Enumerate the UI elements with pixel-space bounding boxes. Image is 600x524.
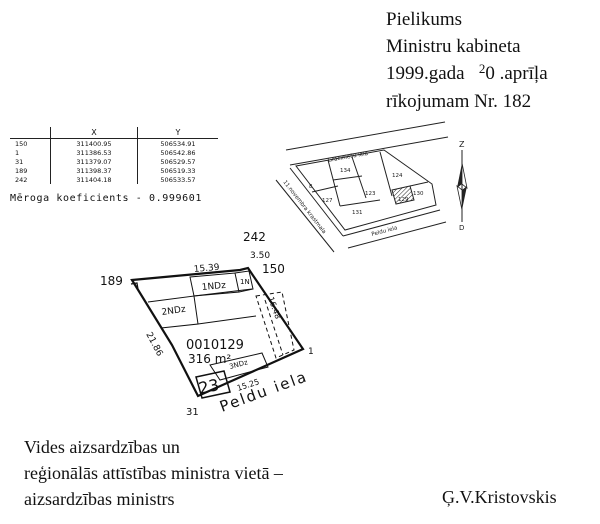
coordinate-header-point [10,127,51,139]
point-y: 506533.57 [160,175,196,184]
corner-1: 1 [308,347,314,357]
point-x: 311404.18 [50,175,138,184]
building-1n [234,270,254,293]
street-name-peldu: Peldu iela [217,367,310,416]
point-number: 31 [10,157,51,166]
parcel-number: 129 [398,197,409,203]
street-edge [285,121,446,151]
dim-top: 15.39 [193,263,220,275]
signatory-line-2: reģionālās attīstības ministra vietā – [24,463,283,483]
parcel-line [327,159,341,207]
signatory-name: Ģ.V.Kristovskis [442,487,557,507]
parcel-number: 8 [309,184,313,190]
south-label: D [459,224,464,232]
point-number: 1 [10,148,51,157]
parcel-line [311,185,339,193]
parcel-line [339,199,381,207]
point-number: 189 [10,166,51,175]
point-x: 311379.07 [50,157,138,166]
building-label: 1N [240,278,250,286]
corner-189: 189 [100,274,123,288]
parcel-area: 316 m² [188,352,231,366]
street-label-top: Graciniešu iela [327,150,368,164]
street-edge [275,179,335,253]
street-edge [347,221,447,249]
parcel-plan-labels: 242 189 150 1 31 15.39 3.50 16.48 21.86 … [100,230,314,418]
house-number-box [195,370,231,399]
highlighted-parcel [391,185,415,205]
north-arrow-icon: Z D [456,140,468,232]
dashed-line [264,299,284,356]
annex-date-month: 0 .aprīļa [485,63,548,84]
map-drawing: Graciniešu iela 11.novembra krastmala Pe… [100,121,468,418]
parcel-line [332,175,363,181]
parcel-line [351,156,367,199]
parcel-id: 0010129 [186,338,244,353]
dim-right: 16.48 [266,296,282,321]
annex-title: Pielikums [386,9,463,30]
parcel-number: 130 [413,191,424,197]
point-x: 311398.37 [50,166,138,175]
house-number: 23 [197,375,221,398]
building-label: 2NDz [161,305,187,318]
scale-coefficient: Mēroga koeficients - 0.999601 [10,193,202,204]
building-line [193,288,253,297]
point-y: 506519.33 [160,166,196,175]
street-edge [289,136,449,166]
corner-242: 242 [243,230,266,244]
annex-date-year: 1999.gada [386,63,465,84]
annex-issuer: Ministru kabineta [386,36,521,57]
city-block [295,149,437,231]
street-edge [289,167,344,237]
point-number: 242 [10,175,51,184]
building-3ndz [209,352,269,381]
location-map [275,121,449,253]
building-label: 1NDz [201,281,226,293]
coordinate-header-y: Y [137,127,218,139]
parcel-plan [130,266,305,399]
building-line [197,315,257,325]
parcel-number: 127 [322,198,333,204]
street-edge [342,209,441,237]
signatory-line-1: Vides aizsardzības un [24,437,180,457]
corner-31: 31 [186,407,199,418]
parcel-number: 124 [392,173,403,179]
dim-left: 21.86 [143,331,164,359]
point-y: 506529.57 [160,157,196,166]
point-number: 150 [10,138,51,148]
corner-150: 150 [262,262,285,276]
point-x: 311386.53 [50,148,138,157]
annex-order-number: rīkojumam Nr. 182 [386,91,532,112]
building-2ndz [147,295,199,329]
signatory-line-3: aizsardzības ministrs [24,489,175,509]
street-label-left: 11.novembra krastmala [281,180,326,236]
parcel-line [409,181,429,187]
annex-date: 1999.gada 20 .aprīļa [386,60,548,88]
signatory-title: Vides aizsardzības un reģionālās attīstī… [24,434,283,512]
point-y: 506534.91 [160,139,196,148]
parcel-number: 134 [340,168,351,174]
north-label: Z [459,140,465,149]
coordinate-header-x: X [50,127,138,139]
coordinate-table-header: X Y [10,127,218,139]
parcel-boundary [130,266,305,398]
parcel-number: 123 [365,191,376,197]
dim-ne-short: 3.50 [250,251,270,261]
point-y: 506542.86 [160,148,196,157]
point-x: 311400.95 [50,138,138,148]
annex-date-day-sup: 2 [478,61,486,76]
annex-header: Pielikums Ministru kabineta 1999.gada 20… [386,6,548,115]
parcel-line [379,151,393,197]
dashed-zone [255,291,295,359]
parcel-number: 131 [352,210,363,216]
corner-marker [130,282,139,290]
